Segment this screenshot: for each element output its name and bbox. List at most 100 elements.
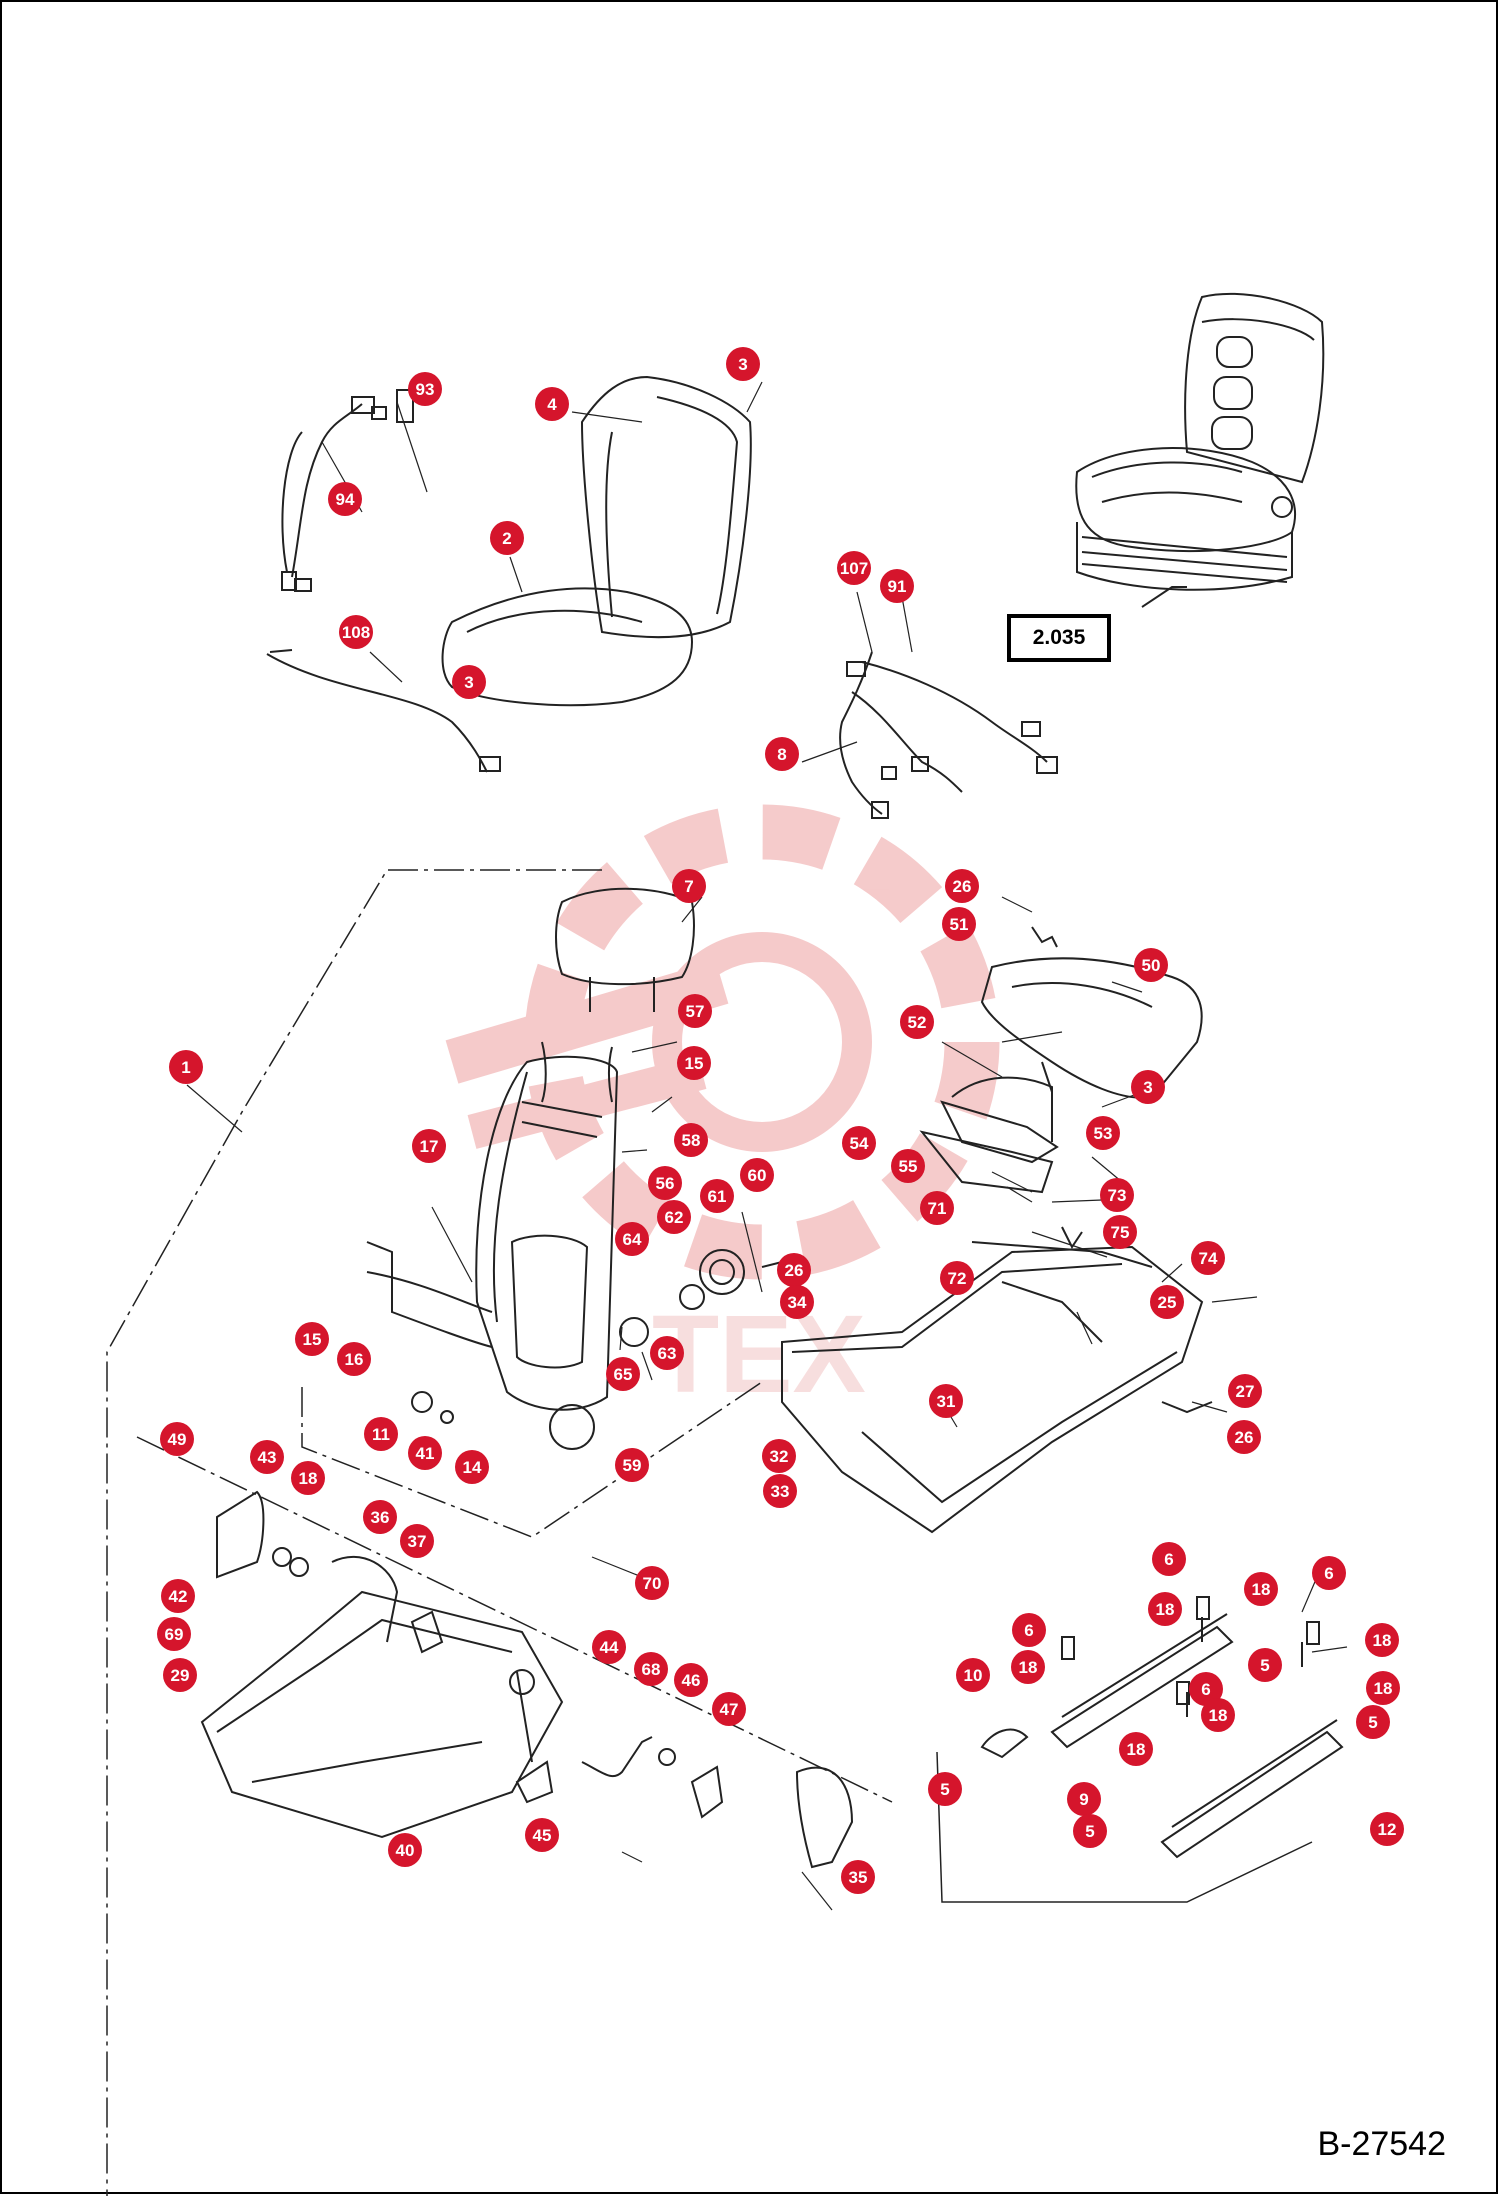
callout-6-d[interactable]: 6 (1189, 1672, 1223, 1706)
callout-18-h[interactable]: 18 (1119, 1732, 1153, 1766)
callout-94[interactable]: 94 (328, 482, 362, 516)
callout-72[interactable]: 72 (940, 1261, 974, 1295)
callout-5-b[interactable]: 5 (1356, 1705, 1390, 1739)
callout-57[interactable]: 57 (678, 994, 712, 1028)
callout-75[interactable]: 75 (1103, 1215, 1137, 1249)
callout-bubble (337, 1342, 371, 1376)
callout-58[interactable]: 58 (674, 1123, 708, 1157)
callout-108[interactable]: 108 (339, 615, 373, 649)
callout-46[interactable]: 46 (674, 1663, 708, 1697)
callout-2[interactable]: 2 (490, 521, 524, 555)
callout-18-e[interactable]: 18 (1011, 1650, 1045, 1684)
callout-93[interactable]: 93 (408, 372, 442, 406)
callout-68[interactable]: 68 (634, 1652, 668, 1686)
callout-51[interactable]: 51 (942, 907, 976, 941)
callout-3-top[interactable]: 3 (726, 347, 760, 381)
callout-6-b[interactable]: 6 (1312, 1556, 1346, 1590)
callout-bubble (842, 1126, 876, 1160)
callout-7[interactable]: 7 (672, 869, 706, 903)
callout-bubble (1370, 1812, 1404, 1846)
callout-42[interactable]: 42 (161, 1579, 195, 1613)
callout-18-a[interactable]: 18 (291, 1461, 325, 1495)
callout-25[interactable]: 25 (1150, 1285, 1184, 1319)
callout-26-low[interactable]: 26 (1227, 1420, 1261, 1454)
callout-64[interactable]: 64 (615, 1222, 649, 1256)
callout-16[interactable]: 16 (337, 1342, 371, 1376)
callout-52[interactable]: 52 (900, 1005, 934, 1039)
callout-3-seat[interactable]: 3 (452, 665, 486, 699)
callout-45[interactable]: 45 (525, 1818, 559, 1852)
callout-55[interactable]: 55 (891, 1149, 925, 1183)
callout-73[interactable]: 73 (1100, 1178, 1134, 1212)
callout-59[interactable]: 59 (615, 1448, 649, 1482)
callout-37[interactable]: 37 (400, 1524, 434, 1558)
callout-bubble (929, 1384, 963, 1418)
callout-9[interactable]: 9 (1067, 1782, 1101, 1816)
callout-5-d[interactable]: 5 (1073, 1814, 1107, 1848)
callout-53[interactable]: 53 (1086, 1116, 1120, 1150)
callout-47[interactable]: 47 (712, 1692, 746, 1726)
callout-18-b[interactable]: 18 (1148, 1592, 1182, 1626)
callout-3-mid[interactable]: 3 (1131, 1070, 1165, 1104)
callout-12[interactable]: 12 (1370, 1812, 1404, 1846)
callout-number: 62 (665, 1208, 684, 1227)
callout-74[interactable]: 74 (1191, 1241, 1225, 1275)
callout-54[interactable]: 54 (842, 1126, 876, 1160)
callout-35[interactable]: 35 (841, 1860, 875, 1894)
callout-26-mid[interactable]: 26 (777, 1253, 811, 1287)
callout-15-mid[interactable]: 15 (295, 1322, 329, 1356)
callout-11[interactable]: 11 (364, 1417, 398, 1451)
callout-number: 3 (464, 673, 473, 692)
callout-41[interactable]: 41 (408, 1436, 442, 1470)
callout-65[interactable]: 65 (606, 1357, 640, 1391)
callout-32[interactable]: 32 (762, 1439, 796, 1473)
callout-91[interactable]: 91 (880, 569, 914, 603)
callout-70[interactable]: 70 (635, 1566, 669, 1600)
callout-4[interactable]: 4 (535, 387, 569, 421)
callout-27[interactable]: 27 (1228, 1374, 1262, 1408)
callout-40[interactable]: 40 (388, 1833, 422, 1867)
callout-number: 27 (1236, 1382, 1255, 1401)
callout-49[interactable]: 49 (160, 1422, 194, 1456)
callout-6-c[interactable]: 6 (1012, 1613, 1046, 1647)
callout-36[interactable]: 36 (363, 1500, 397, 1534)
callout-44[interactable]: 44 (592, 1630, 626, 1664)
callout-50[interactable]: 50 (1134, 948, 1168, 982)
callout-14[interactable]: 14 (455, 1450, 489, 1484)
callout-34[interactable]: 34 (780, 1285, 814, 1319)
callout-31[interactable]: 31 (929, 1384, 963, 1418)
callout-60[interactable]: 60 (740, 1158, 774, 1192)
callout-10[interactable]: 10 (956, 1658, 990, 1692)
reference-label[interactable]: 2.035 (1007, 614, 1111, 662)
callout-107[interactable]: 107 (837, 551, 871, 585)
callout-61[interactable]: 61 (700, 1179, 734, 1213)
callout-62[interactable]: 62 (657, 1200, 691, 1234)
callout-29[interactable]: 29 (163, 1658, 197, 1692)
callout-18-f[interactable]: 18 (1366, 1671, 1400, 1705)
callout-18-d[interactable]: 18 (1365, 1623, 1399, 1657)
callout-69[interactable]: 69 (157, 1617, 191, 1651)
callout-56[interactable]: 56 (648, 1166, 682, 1200)
callout-8[interactable]: 8 (765, 737, 799, 771)
callout-bubble (160, 1422, 194, 1456)
callout-26-top[interactable]: 26 (945, 869, 979, 903)
callout-1[interactable]: 1 (169, 1050, 203, 1084)
callout-bubble (1189, 1672, 1223, 1706)
callout-18-g[interactable]: 18 (1201, 1698, 1235, 1732)
callout-5-c[interactable]: 5 (928, 1772, 962, 1806)
callout-17[interactable]: 17 (412, 1129, 446, 1163)
callout-18-c[interactable]: 18 (1244, 1572, 1278, 1606)
callout-bubble (592, 1630, 626, 1664)
callout-bubble (945, 869, 979, 903)
callout-6-a[interactable]: 6 (1152, 1542, 1186, 1576)
callout-33[interactable]: 33 (763, 1474, 797, 1508)
callout-bubble (615, 1222, 649, 1256)
callout-71[interactable]: 71 (920, 1191, 954, 1225)
callout-5-a[interactable]: 5 (1248, 1648, 1282, 1682)
callout-bubble (1086, 1116, 1120, 1150)
callout-43[interactable]: 43 (250, 1440, 284, 1474)
callout-bubble (455, 1450, 489, 1484)
callout-bubble (1365, 1623, 1399, 1657)
callout-63[interactable]: 63 (650, 1336, 684, 1370)
callout-15-top[interactable]: 15 (677, 1046, 711, 1080)
